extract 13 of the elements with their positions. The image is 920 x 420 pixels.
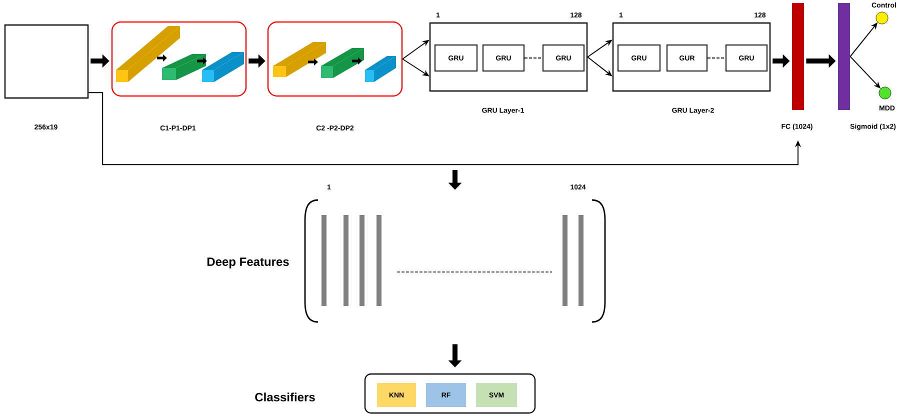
output-circle	[876, 12, 888, 24]
sigmoid-bar	[838, 3, 850, 110]
node-label: Deep Features	[207, 258, 289, 268]
output-circle	[878, 86, 892, 100]
conv-block	[267, 21, 403, 97]
fc-bar	[792, 3, 804, 110]
layer-box	[612, 22, 771, 92]
layer-box	[429, 22, 588, 92]
label: Classifiers	[255, 392, 315, 402]
feature-vector-drawing	[304, 199, 606, 323]
layer-box	[4, 24, 89, 99]
classifier-box	[364, 373, 536, 414]
conv-block	[111, 21, 247, 97]
